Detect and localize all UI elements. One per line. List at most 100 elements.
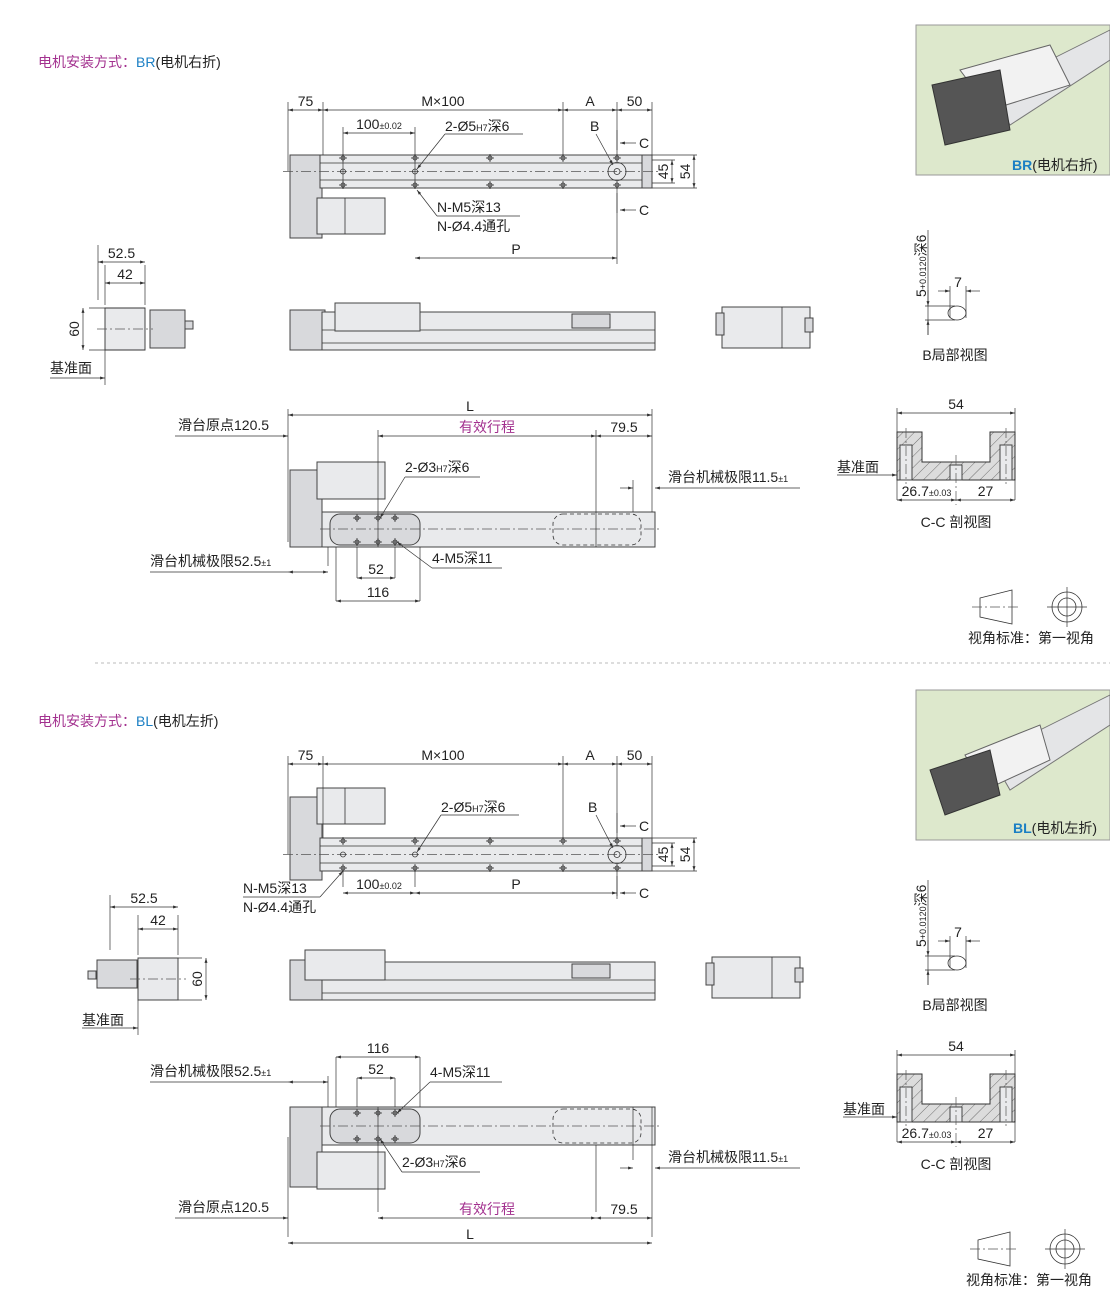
- b-reference-hole: [607, 845, 627, 864]
- connector: [87, 970, 97, 980]
- mounting-hole: [559, 864, 567, 872]
- dim-79-5-label: 79.5: [610, 1201, 637, 1217]
- slot-hole: [947, 955, 967, 971]
- hole-circle: [392, 515, 398, 521]
- dim-54-label: 54: [948, 1038, 964, 1054]
- dim-75-label: 75: [298, 747, 314, 763]
- datum-label: 基准面: [82, 1012, 124, 1028]
- pin-hole: [412, 851, 418, 858]
- dim-7-label: 7: [954, 924, 962, 940]
- mech-limit-left-label-part: 滑台机械极限52.5: [150, 1063, 261, 1079]
- mech-limit-right-label-part: ±1: [778, 474, 788, 484]
- leader-line: [396, 541, 433, 569]
- mounting-hole: [411, 837, 419, 845]
- pin-hole-label: 2-Ø3H7深6: [402, 1154, 467, 1170]
- pin-hole-label-part: H7: [472, 804, 484, 814]
- dim-100-label-part: 100: [356, 876, 380, 892]
- hole-circle: [614, 865, 620, 871]
- slider-origin-label-part: 滑台原点120.5: [178, 1199, 269, 1215]
- motor-end-view: [711, 956, 801, 999]
- effective-stroke-dim-label-part: 有效行程: [459, 1201, 515, 1217]
- b-reference-hole: [607, 162, 627, 181]
- dim-5-label-part: 深6: [913, 234, 929, 256]
- b-detail-caption: B局部视图: [922, 997, 987, 1013]
- dim-5-label: 5+0.0120深6: [913, 234, 929, 297]
- dim-54-label-part: 54: [948, 1038, 964, 1054]
- photo-caption-part: BR: [1012, 157, 1032, 173]
- dim-26-7-label-part: 26.7: [902, 1125, 929, 1141]
- dim-5-label-part: +0.012: [918, 911, 928, 939]
- leader-line: [319, 870, 344, 898]
- b-marker-label: B: [590, 118, 599, 134]
- dim-27-label: 27: [978, 483, 994, 499]
- dim-79-5-label-part: 79.5: [610, 1201, 637, 1217]
- dim-50-label-part: 50: [627, 93, 643, 109]
- mounting-hole: [391, 514, 399, 522]
- leader-line: [416, 133, 446, 170]
- mounting-hole: [613, 837, 621, 845]
- dim-75-label-part: 75: [298, 93, 314, 109]
- dim-m-x-100-label-part: M×100: [421, 747, 464, 763]
- hole-circle: [487, 865, 493, 871]
- hole-circle: [392, 1136, 398, 1142]
- dim-52-label-part: 52: [368, 561, 384, 577]
- pin-hole-label-part: 2-Ø5: [445, 118, 476, 134]
- motor-body: [316, 197, 386, 235]
- dim-5-label-part: 0: [918, 906, 928, 911]
- motor-side-block: [96, 959, 138, 989]
- dim-27-label-part: 27: [978, 1125, 994, 1141]
- c-label-bottom-part: C: [639, 202, 649, 218]
- dim-52-5-label: 52.5: [130, 890, 157, 906]
- dim-26-7-label: 26.7±0.03: [902, 483, 952, 499]
- dim-50-label-part: 50: [627, 747, 643, 763]
- dim-60-label-part: 60: [66, 321, 82, 337]
- dim-116-label-part: 116: [367, 1040, 390, 1056]
- dim-7-label-part: 7: [954, 274, 962, 290]
- pin-hole-label-part: 2-Ø3: [405, 459, 436, 475]
- hole-circle: [340, 865, 346, 871]
- tap-hole-label: N-M5深13: [437, 199, 501, 215]
- cross-section-profile: [896, 1073, 1016, 1123]
- mounting-hole: [559, 181, 567, 189]
- connector: [804, 317, 814, 333]
- dim-52-label: 52: [368, 561, 384, 577]
- b-reference-hole-inner: [613, 168, 621, 175]
- projection-standard-label-part: 视角标准：第一视角: [966, 1272, 1092, 1288]
- datum-label-part: 基准面: [50, 360, 92, 376]
- dim-54-label: 54: [677, 847, 693, 863]
- bolt-bore: [999, 444, 1013, 481]
- leader-line: [379, 476, 406, 519]
- b-marker-label-part: B: [590, 118, 599, 134]
- slider-origin-label-part: 滑台原点120.5: [178, 417, 269, 433]
- b-detail-caption: B局部视图: [922, 347, 987, 363]
- dim-45-label: 45: [655, 164, 671, 180]
- motor-side-block: [149, 309, 186, 349]
- dim-26-7-label: 26.7±0.03: [902, 1125, 952, 1141]
- mounting-hole: [339, 864, 347, 872]
- photo-caption: BL(电机左折): [1013, 820, 1097, 836]
- pin-hole: [340, 851, 346, 858]
- effective-stroke-dim-label: 有效行程: [459, 419, 515, 435]
- pin-hole-label-part: 深6: [445, 1154, 467, 1170]
- slider-home: [329, 513, 421, 546]
- pin-hole-label-part: 深6: [448, 459, 470, 475]
- dim-54-label: 54: [948, 396, 964, 412]
- mech-limit-right-label-part: ±1: [778, 1154, 788, 1164]
- hole-circle: [340, 838, 346, 844]
- dim-50-label: 50: [627, 93, 643, 109]
- dim-116-label: 116: [367, 584, 390, 600]
- mounting-hole: [339, 837, 347, 845]
- through-hole-label: N-Ø4.4通孔: [243, 899, 316, 915]
- tap-hole-label: 4-M5深11: [430, 1064, 491, 1080]
- dim-42-label: 42: [150, 912, 166, 928]
- leader-line: [416, 189, 438, 217]
- hole-circle: [614, 838, 620, 844]
- tap-hole-label-part: 4-M5深11: [432, 550, 493, 566]
- hole-circle: [354, 539, 360, 545]
- hole-circle: [487, 155, 493, 161]
- tap-hole-label: 4-M5深11: [432, 550, 493, 566]
- cross-section-profile: [896, 431, 1016, 481]
- mounting-hole: [391, 1135, 399, 1143]
